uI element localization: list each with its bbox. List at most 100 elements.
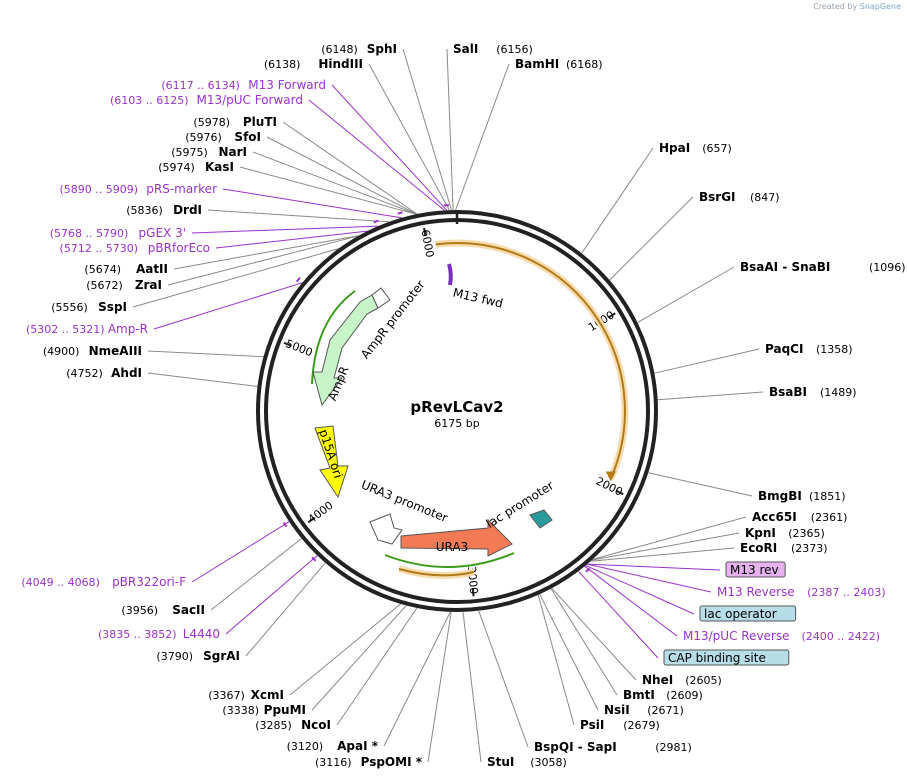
site-label[interactable]: PspOMI *(3116): [315, 755, 423, 769]
site-position: (657): [702, 142, 732, 155]
site-label[interactable]: PluTI(5978): [193, 115, 277, 129]
site-label[interactable]: BmtI(2609): [623, 688, 703, 702]
site-label[interactable]: lac operator: [699, 605, 797, 622]
site-label[interactable]: PpuMI(3338): [222, 703, 306, 717]
leader-m13-puc-reverse: [584, 565, 678, 637]
site-label[interactable]: BsaBI(1489): [769, 385, 857, 399]
site-name: SacII: [172, 603, 205, 617]
site-label[interactable]: BmgBI(1851): [758, 489, 846, 503]
ura3-label: URA3: [436, 540, 468, 554]
pbr322ori-bracket: [282, 521, 288, 528]
site-label[interactable]: CAP binding site: [663, 649, 790, 666]
ura3-promoter-label: URA3 promoter: [359, 478, 450, 525]
site-label[interactable]: BspQI - SapI (2981): [534, 740, 692, 754]
site-name: EcoRI: [740, 541, 777, 555]
credit-prefix: Created by: [813, 2, 858, 11]
site-label[interactable]: BsrGI(847): [699, 190, 780, 204]
orf-arc: [435, 242, 458, 246]
feature-box: [699, 605, 797, 622]
site-label[interactable]: pRS-marker (5890 .. 5909): [59, 182, 217, 196]
site-name: PpuMI: [264, 703, 306, 717]
site-name: pRS-marker: [146, 182, 217, 196]
site-label[interactable]: DrdI(5836): [126, 203, 202, 217]
site-name: SgrAI: [203, 649, 240, 663]
ruler-label: 5000: [284, 337, 315, 359]
site-name: NmeAIII: [89, 344, 142, 358]
site-label[interactable]: BsaAI - SnaBI(1096): [740, 260, 906, 274]
site-name: NsiI: [604, 703, 630, 717]
site-name: XcmI: [251, 688, 284, 702]
site-label[interactable]: Acc65I(2361): [752, 510, 847, 524]
ruler-label: 6000: [419, 229, 437, 259]
site-label[interactable]: SfoI(5976): [185, 130, 261, 144]
leader-prs-marker: [222, 188, 402, 219]
leader-kpni: [591, 532, 740, 561]
site-name: StuI: [487, 755, 514, 769]
leader-apai-: [383, 611, 451, 747]
site-label[interactable]: EcoRI (2373): [740, 541, 828, 555]
site-position: (5836): [126, 204, 163, 217]
site-label[interactable]: KasI(5974): [158, 160, 234, 174]
site-label[interactable]: KpnI(2365): [745, 526, 825, 540]
site-label[interactable]: pBRforEco(5712 .. 5730): [60, 241, 210, 255]
site-label[interactable]: Amp-R(5302 .. 5321): [26, 322, 148, 336]
site-label[interactable]: PaqCI(1358): [765, 342, 853, 356]
site-label[interactable]: SgrAI (3790): [156, 649, 240, 663]
site-name: BspQI - SapI: [534, 740, 617, 754]
site-name: Acc65I: [752, 510, 797, 524]
site-position: (5674): [84, 263, 121, 276]
site-label[interactable]: M13 Reverse(2387 .. 2403): [717, 585, 886, 599]
m13-fwd-label: M13 fwd: [452, 286, 505, 311]
site-label[interactable]: HpaI(657): [659, 141, 732, 155]
site-name: pBRforEco: [148, 241, 210, 255]
site-label[interactable]: PsiI(2679): [580, 718, 660, 732]
site-label[interactable]: SphI(6148): [321, 42, 397, 56]
site-label[interactable]: StuI(3058): [487, 755, 567, 769]
site-label[interactable]: AhdI(4752): [66, 366, 142, 380]
p15a-ori-feature: [314, 425, 349, 499]
leader-nari: [252, 151, 417, 215]
site-position: (1489): [820, 386, 857, 399]
site-position: (3790): [156, 650, 193, 663]
ruler-label: 4000: [306, 499, 336, 526]
site-label[interactable]: NarI(5975): [171, 145, 247, 159]
leader-xcmi: [289, 603, 401, 696]
site-label[interactable]: HindIII(6138): [264, 57, 363, 71]
site-position: (5556): [51, 301, 88, 314]
site-label[interactable]: NsiI(2671): [604, 703, 684, 717]
site-label[interactable]: pBR322ori-F(4049 .. 4068): [21, 575, 186, 589]
site-label[interactable]: L4440(3835 .. 3852): [98, 627, 220, 641]
site-name: NarI: [218, 145, 247, 159]
site-label[interactable]: AatII(5674): [84, 262, 168, 276]
site-label[interactable]: ZraI(5672): [86, 278, 162, 292]
site-label[interactable]: SacII(3956): [121, 603, 205, 617]
site-label[interactable]: NheI(2605): [642, 673, 722, 687]
site-label[interactable]: ApaI *(3120): [287, 739, 379, 753]
leader-aatii: [173, 235, 359, 270]
site-position: (3835 .. 3852): [98, 628, 177, 641]
site-label[interactable]: NmeAIII (4900): [43, 344, 142, 358]
site-label[interactable]: XcmI(3367): [208, 688, 284, 702]
site-position: (2981): [655, 741, 692, 754]
site-position: (4900): [43, 345, 80, 358]
m13-reverse-bracket: [585, 567, 591, 573]
orf-arc: [456, 242, 626, 479]
site-label[interactable]: M13/pUC Reverse(2400 .. 2422): [683, 629, 880, 643]
site-position: (6103 .. 6125): [110, 94, 189, 107]
site-label[interactable]: M13/pUC Forward(6103 .. 6125): [110, 93, 303, 107]
site-label[interactable]: M13 Forward(6117 .. 6134): [161, 78, 326, 92]
site-name: pGEX 3': [139, 226, 186, 240]
leader-lines: [132, 48, 764, 763]
site-position: (2373): [791, 542, 828, 555]
site-label[interactable]: BamHI(6168): [515, 57, 603, 71]
site-label[interactable]: pGEX 3'(5768 .. 5790): [50, 226, 186, 240]
leader-sgrai: [245, 562, 326, 657]
site-label[interactable]: SalI(6156): [453, 42, 533, 56]
site-position: (5890 .. 5909): [59, 183, 138, 196]
site-label[interactable]: NcoI(3285): [255, 718, 331, 732]
site-label[interactable]: SspI(5556): [51, 300, 127, 314]
site-name: KasI: [205, 160, 234, 174]
ampr-promoter-label: AmpR promoter: [358, 278, 428, 362]
feature-box-label: M13 rev: [730, 563, 779, 577]
site-label[interactable]: M13 rev: [725, 561, 786, 578]
